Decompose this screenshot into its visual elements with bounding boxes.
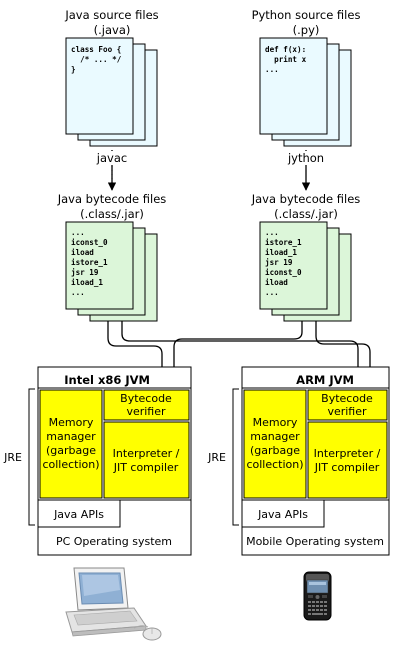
java-source-title: Java source files xyxy=(64,8,158,22)
memory-manager-label: collection) xyxy=(246,458,303,471)
mobile-phone-icon xyxy=(303,571,332,621)
bytecode-line: jsr 19 xyxy=(265,258,293,267)
os-label: PC Operating system xyxy=(56,535,172,548)
laptop-icon xyxy=(65,567,162,641)
memory-manager-label: (garbage xyxy=(250,444,300,457)
jython-compile-arrow: jython xyxy=(285,150,327,191)
python-code-line: def f(x): xyxy=(265,45,306,54)
interpreter-label: Interpreter / xyxy=(314,447,381,460)
java-code-line: } xyxy=(71,65,76,74)
bytecode-verifier-label: Bytecode xyxy=(321,392,373,405)
bytecode-line: iconst_0 xyxy=(71,238,108,247)
bytecode-line: iload xyxy=(265,278,288,287)
bytecode-verifier-label: verifier xyxy=(126,405,166,418)
bytecode-line: iload_1 xyxy=(71,278,103,287)
memory-manager-box xyxy=(243,389,307,499)
right-bytecode-files: Java bytecode files (.class/.jar) ... is… xyxy=(251,192,361,322)
bytecode-distribution-arrows xyxy=(107,321,375,388)
arm-jvm-stack: ARM JVM Memory manager (garbage collecti… xyxy=(207,366,390,556)
java-source-extension: (.java) xyxy=(94,23,131,37)
interpreter-label: Interpreter / xyxy=(113,447,180,460)
jython-label: jython xyxy=(287,151,324,165)
right-bytecode-extension: (.class/.jar) xyxy=(274,207,338,221)
left-bytecode-extension: (.class/.jar) xyxy=(80,207,144,221)
python-source-extension: (.py) xyxy=(293,23,320,37)
bytecode-line: iload xyxy=(71,248,94,257)
java-apis-label: Java APIs xyxy=(53,508,104,521)
bytecode-line: ... xyxy=(265,288,279,297)
right-bytecode-title: Java bytecode files xyxy=(251,192,361,206)
jre-bracket xyxy=(232,388,239,526)
bytecode-line: ... xyxy=(265,228,279,237)
java-code-line: /* ... */ xyxy=(71,55,122,64)
java-apis-box xyxy=(37,499,121,528)
intel-x86-jvm-stack: Intel x86 JVM Memory manager (garbage co… xyxy=(3,366,192,556)
python-code-line: print x xyxy=(265,55,307,64)
left-bytecode-files: Java bytecode files (.class/.jar) ... ic… xyxy=(57,192,167,322)
bytecode-line: ... xyxy=(71,228,85,237)
java-apis-box xyxy=(241,499,325,528)
bytecode-line: ... xyxy=(71,288,85,297)
bytecode-verifier-label: Bytecode xyxy=(120,392,172,405)
bytecode-line: iload_1 xyxy=(265,248,297,257)
jre-label: JRE xyxy=(207,451,226,464)
bytecode-verifier-box xyxy=(307,389,388,421)
memory-manager-label: manager xyxy=(46,430,96,443)
java-source-doc-stack xyxy=(65,37,158,147)
left-bytecode-doc-stack xyxy=(65,221,158,322)
memory-manager-box xyxy=(39,389,103,499)
interpreter-label: JIT compiler xyxy=(113,461,179,474)
java-code-line: class Foo { xyxy=(71,45,121,54)
bytecode-verifier-box xyxy=(103,389,190,421)
right-bytecode-doc-stack xyxy=(259,221,352,322)
os-label: Mobile Operating system xyxy=(246,535,384,548)
java-apis-label: Java APIs xyxy=(257,508,308,521)
interpreter-label: JIT compiler xyxy=(314,461,380,474)
bytecode-line: istore_1 xyxy=(71,258,108,267)
bytecode-line: istore_1 xyxy=(265,238,302,247)
python-code-line: ... xyxy=(265,65,279,74)
intel-jvm-title: Intel x86 JVM xyxy=(64,373,150,387)
java-source-files: Java source files (.java) class Foo { /*… xyxy=(64,8,159,147)
bytecode-line: jsr 19 xyxy=(71,268,99,277)
interpreter-jit-box xyxy=(103,421,190,499)
python-source-doc-stack xyxy=(259,37,352,147)
left-bytecode-title: Java bytecode files xyxy=(57,192,167,206)
bytecode-line: iconst_0 xyxy=(265,268,302,277)
javac-label: javac xyxy=(96,151,127,165)
memory-manager-label: Memory xyxy=(253,416,298,429)
memory-manager-label: manager xyxy=(250,430,300,443)
arm-jvm-title: ARM JVM xyxy=(296,373,354,387)
python-source-title: Python source files xyxy=(252,8,361,22)
memory-manager-label: Memory xyxy=(49,416,94,429)
memory-manager-label: (garbage xyxy=(46,444,96,457)
interpreter-jit-box xyxy=(307,421,388,499)
jre-label: JRE xyxy=(3,451,22,464)
memory-manager-label: collection) xyxy=(42,458,99,471)
bytecode-verifier-label: verifier xyxy=(327,405,367,418)
jre-bracket xyxy=(28,388,35,526)
javac-compile-arrow: javac xyxy=(96,150,128,191)
python-source-files: Python source files (.py) def f(x): prin… xyxy=(252,8,361,147)
